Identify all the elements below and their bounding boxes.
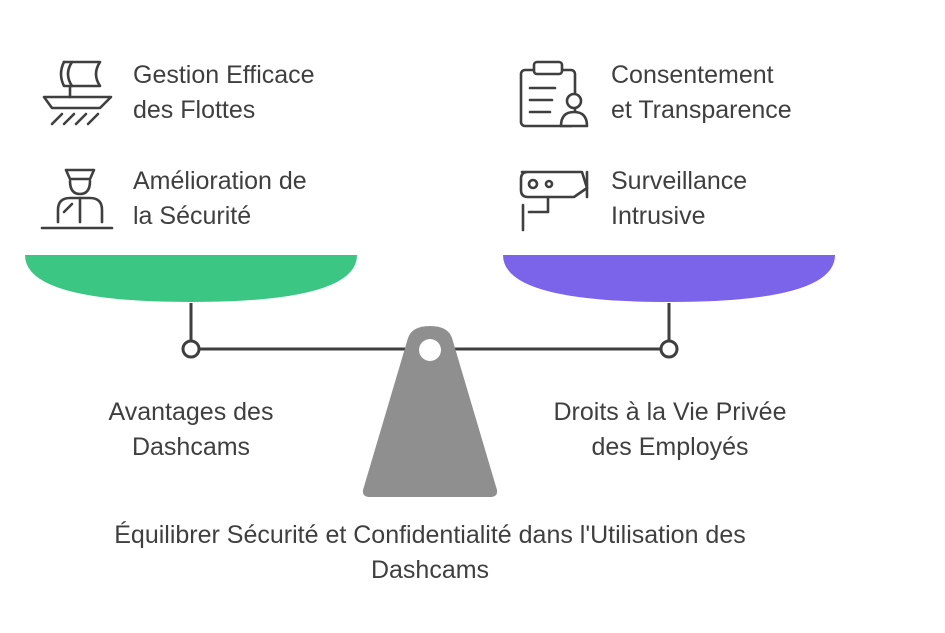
guard-icon: [40, 168, 114, 230]
fulcrum-hole: [419, 339, 441, 361]
clipboard-user-icon: [519, 60, 589, 128]
right-pan-label: Droits à la Vie Privée des Employés: [553, 398, 787, 461]
left-item-2-text: Amélioration de la Sécurité: [133, 167, 307, 230]
right-item-2-text: Surveillance Intrusive: [611, 167, 748, 230]
fulcrum: [362, 326, 498, 497]
ship-icon: [42, 60, 113, 126]
right-pan: [503, 255, 835, 302]
security-camera-icon: [519, 170, 589, 232]
left-pan-label: Avantages des Dashcams: [108, 398, 274, 461]
left-pivot: [181, 339, 201, 359]
left-pan: [25, 255, 357, 302]
left-item-1-text: Gestion Efficace des Flottes: [133, 61, 315, 124]
diagram-title: Équilibrer Sécurité et Confidentialité d…: [114, 521, 746, 584]
right-pivot: [659, 339, 679, 359]
right-item-1-text: Consentement et Transparence: [611, 61, 792, 124]
